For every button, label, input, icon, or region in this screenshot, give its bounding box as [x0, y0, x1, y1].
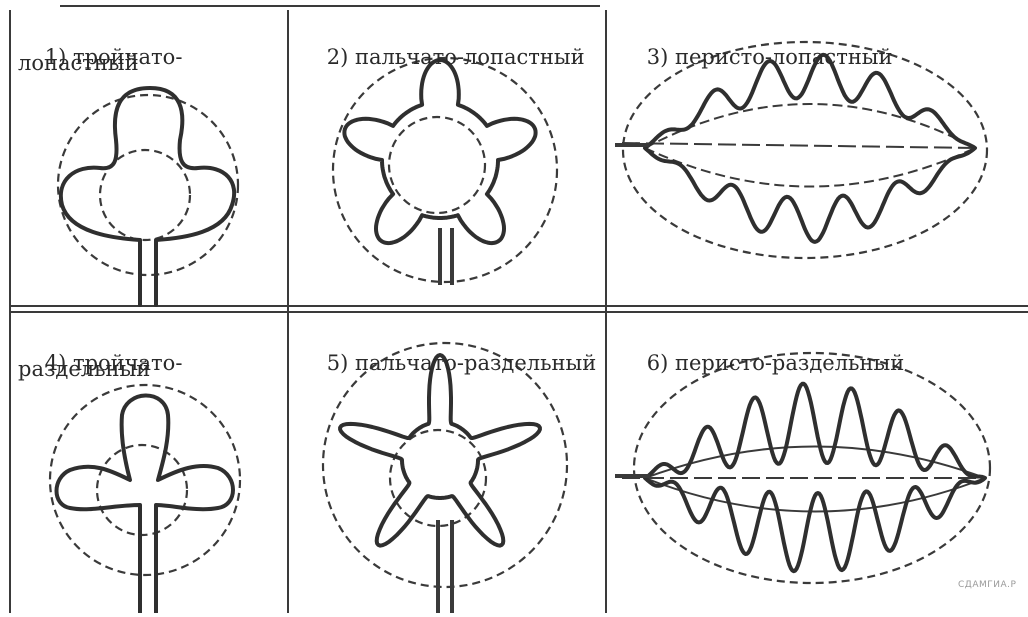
caption-1-line2: лопастный: [18, 50, 139, 76]
caption-2-line1: пальчато-лопастный: [355, 45, 585, 69]
caption-3: 3) перисто-лопастный: [620, 18, 893, 96]
caption-5-line1: пальчато-раздельный: [355, 351, 596, 375]
caption-6-number: 6): [647, 351, 669, 375]
caption-4-line2: раздельный: [18, 356, 150, 382]
leaf-outline-4: [57, 395, 234, 613]
caption-3-line1: перисто-лопастный: [675, 45, 893, 69]
caption-6-line1: перисто-раздельный: [675, 351, 904, 375]
caption-5: 5) пальчато-раздельный: [300, 324, 596, 402]
leaf-outline-1: [61, 88, 234, 305]
midrib-3: [622, 143, 975, 148]
caption-5-number: 5): [327, 351, 349, 375]
inner-circle-2: [389, 117, 485, 213]
caption-3-number: 3): [647, 45, 669, 69]
caption-6: 6) перисто-раздельный: [620, 324, 904, 402]
outer-circle-4: [50, 385, 240, 575]
outer-circle-1: [58, 95, 238, 275]
caption-2-number: 2): [327, 45, 349, 69]
watermark: СДАМГИА.Р: [958, 580, 1016, 590]
caption-2: 2) пальчато-лопастный: [300, 18, 585, 96]
